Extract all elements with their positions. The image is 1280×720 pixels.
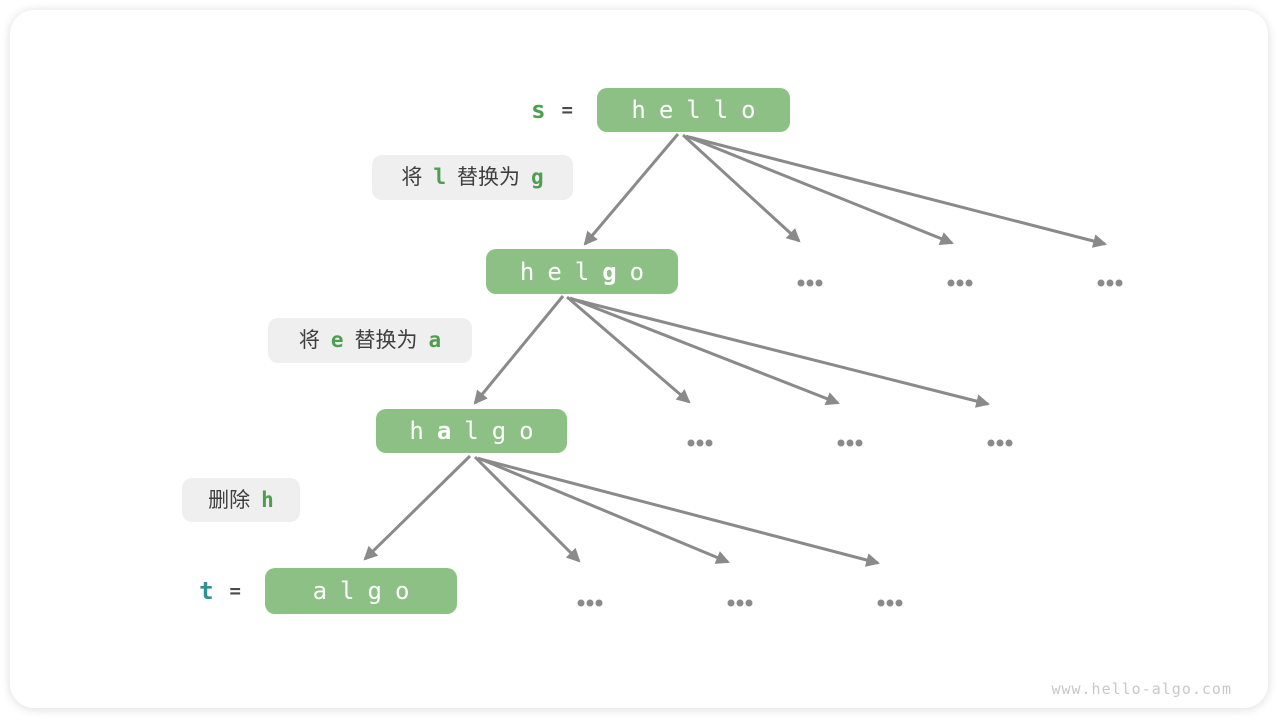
variable-name: t xyxy=(199,577,214,605)
node-char: o xyxy=(519,417,534,445)
ellipsis-dots xyxy=(577,279,1123,607)
ellipsis-dot xyxy=(1097,279,1105,287)
op-delete-h: 删除 h xyxy=(182,478,300,522)
branch-arrow xyxy=(685,134,954,246)
node-char: l xyxy=(340,577,355,605)
op-text: 删除 xyxy=(208,487,251,512)
ellipsis xyxy=(797,279,823,287)
branch-arrow xyxy=(473,455,581,563)
ellipsis xyxy=(577,599,603,607)
op-code-char: l xyxy=(433,165,446,189)
branch-arrow xyxy=(569,296,840,406)
ellipsis-dot xyxy=(595,599,603,607)
ellipsis-dot xyxy=(837,439,845,447)
op-code-char: a xyxy=(428,328,442,352)
ellipsis xyxy=(687,439,713,447)
node-char: a xyxy=(312,577,328,605)
tree-branch-arrows xyxy=(363,133,1108,567)
node-char: l xyxy=(713,96,729,124)
node-char: g xyxy=(367,577,382,605)
branch-arrow xyxy=(571,297,991,408)
ellipsis-dot xyxy=(947,279,955,287)
ellipsis-dot xyxy=(797,279,805,287)
ellipsis-dot xyxy=(846,439,854,447)
ellipsis-dot xyxy=(1115,279,1123,287)
node-char: o xyxy=(394,577,410,605)
ellipsis-dot xyxy=(956,279,964,287)
branch-arrow xyxy=(583,133,680,246)
node-char: o xyxy=(629,257,645,286)
branch-arrow xyxy=(473,295,565,405)
var-t-label: t= xyxy=(199,568,241,614)
node-char: o xyxy=(741,96,756,124)
branch-arrow xyxy=(688,135,1108,248)
watermark: www.hello-algo.com xyxy=(1051,680,1232,698)
ellipsis-dot xyxy=(886,599,894,607)
node-char: h xyxy=(409,417,424,445)
ellipsis-dot xyxy=(745,599,753,607)
ellipsis-dot xyxy=(705,439,713,447)
var-s-label: s= xyxy=(531,88,573,132)
ellipsis-dot xyxy=(586,599,594,607)
ellipsis-dot xyxy=(727,599,735,607)
node-char: l xyxy=(574,257,590,286)
op-text: 将 xyxy=(401,165,423,189)
ellipsis xyxy=(727,599,753,607)
ellipsis xyxy=(987,439,1013,447)
ellipsis xyxy=(877,599,903,607)
ellipsis-dot xyxy=(895,599,903,607)
node-char: g xyxy=(602,257,617,286)
ellipsis-dot xyxy=(965,279,973,287)
ellipsis-dot xyxy=(577,599,585,607)
node-char: e xyxy=(658,96,674,124)
ellipsis-dot xyxy=(987,439,995,447)
equals-sign: = xyxy=(561,98,573,121)
node-char: e xyxy=(547,257,562,286)
node-char: l xyxy=(464,417,479,445)
node-char: a xyxy=(436,417,452,445)
branch-arrow xyxy=(479,457,881,567)
ellipsis-dot xyxy=(855,439,863,447)
node-char: h xyxy=(631,96,646,124)
branch-arrow xyxy=(477,456,730,564)
ellipsis-dot xyxy=(815,279,823,287)
ellipsis-dot xyxy=(877,599,885,607)
variable-name: s xyxy=(531,96,546,124)
ellipsis-dot xyxy=(687,439,695,447)
node-char: g xyxy=(491,417,507,445)
ellipsis xyxy=(1097,279,1123,287)
branch-arrow xyxy=(363,454,472,561)
ellipsis-dot xyxy=(1106,279,1114,287)
op-code-char: g xyxy=(531,165,544,189)
ellipsis-dot xyxy=(1005,439,1013,447)
op-code-char: e xyxy=(330,328,344,352)
node-char: l xyxy=(686,96,701,124)
op-text: 替换为 xyxy=(354,328,418,352)
equals-sign: = xyxy=(229,579,241,602)
ellipsis-dot xyxy=(996,439,1004,447)
op-text: 将 xyxy=(298,328,320,352)
ellipsis xyxy=(947,279,973,287)
branch-arrow xyxy=(566,295,691,404)
node-char: h xyxy=(519,257,535,286)
op-code-char: h xyxy=(261,487,274,512)
ellipsis-dot xyxy=(696,439,704,447)
ellipsis xyxy=(837,439,863,447)
ellipsis-dot xyxy=(806,279,814,287)
branch-arrow xyxy=(681,133,801,243)
ellipsis-dot xyxy=(736,599,744,607)
op-text: 替换为 xyxy=(457,165,520,189)
